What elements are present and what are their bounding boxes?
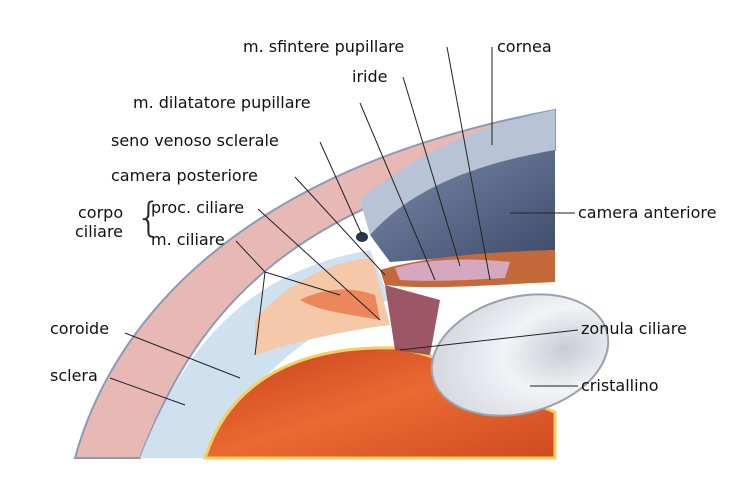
label-zonula-ciliare: zonula ciliare bbox=[581, 319, 687, 338]
leader-lines bbox=[109, 46, 579, 406]
label-camera-anteriore: camera anteriore bbox=[578, 203, 717, 222]
label-sfintere-pupillare: m. sfintere pupillare bbox=[243, 37, 405, 56]
label-dilatatore-pupillare: m. dilatatore pupillare bbox=[133, 93, 311, 112]
zonule-shape bbox=[385, 285, 440, 355]
anterior-chamber-shape bbox=[370, 150, 555, 262]
label-ciliare: ciliare bbox=[75, 222, 124, 241]
label-cristallino: cristallino bbox=[581, 376, 659, 395]
label-camera-posteriore: camera posteriore bbox=[111, 166, 258, 185]
brace-icon: { bbox=[136, 195, 162, 241]
label-sclera: sclera bbox=[50, 366, 98, 385]
lens-shape bbox=[430, 293, 610, 417]
label-cornea: cornea bbox=[497, 37, 552, 56]
label-coroide: coroide bbox=[50, 319, 110, 338]
label-iride: iride bbox=[352, 67, 388, 86]
label-m-ciliare: m. ciliare bbox=[151, 230, 225, 249]
label-seno-venoso-sclerale: seno venoso sclerale bbox=[111, 131, 279, 150]
cornea-shape bbox=[360, 110, 555, 235]
label-corpo: corpo bbox=[78, 203, 124, 222]
label-proc-ciliare: proc. ciliare bbox=[151, 198, 245, 217]
scleral-sinus-shape bbox=[356, 232, 368, 242]
